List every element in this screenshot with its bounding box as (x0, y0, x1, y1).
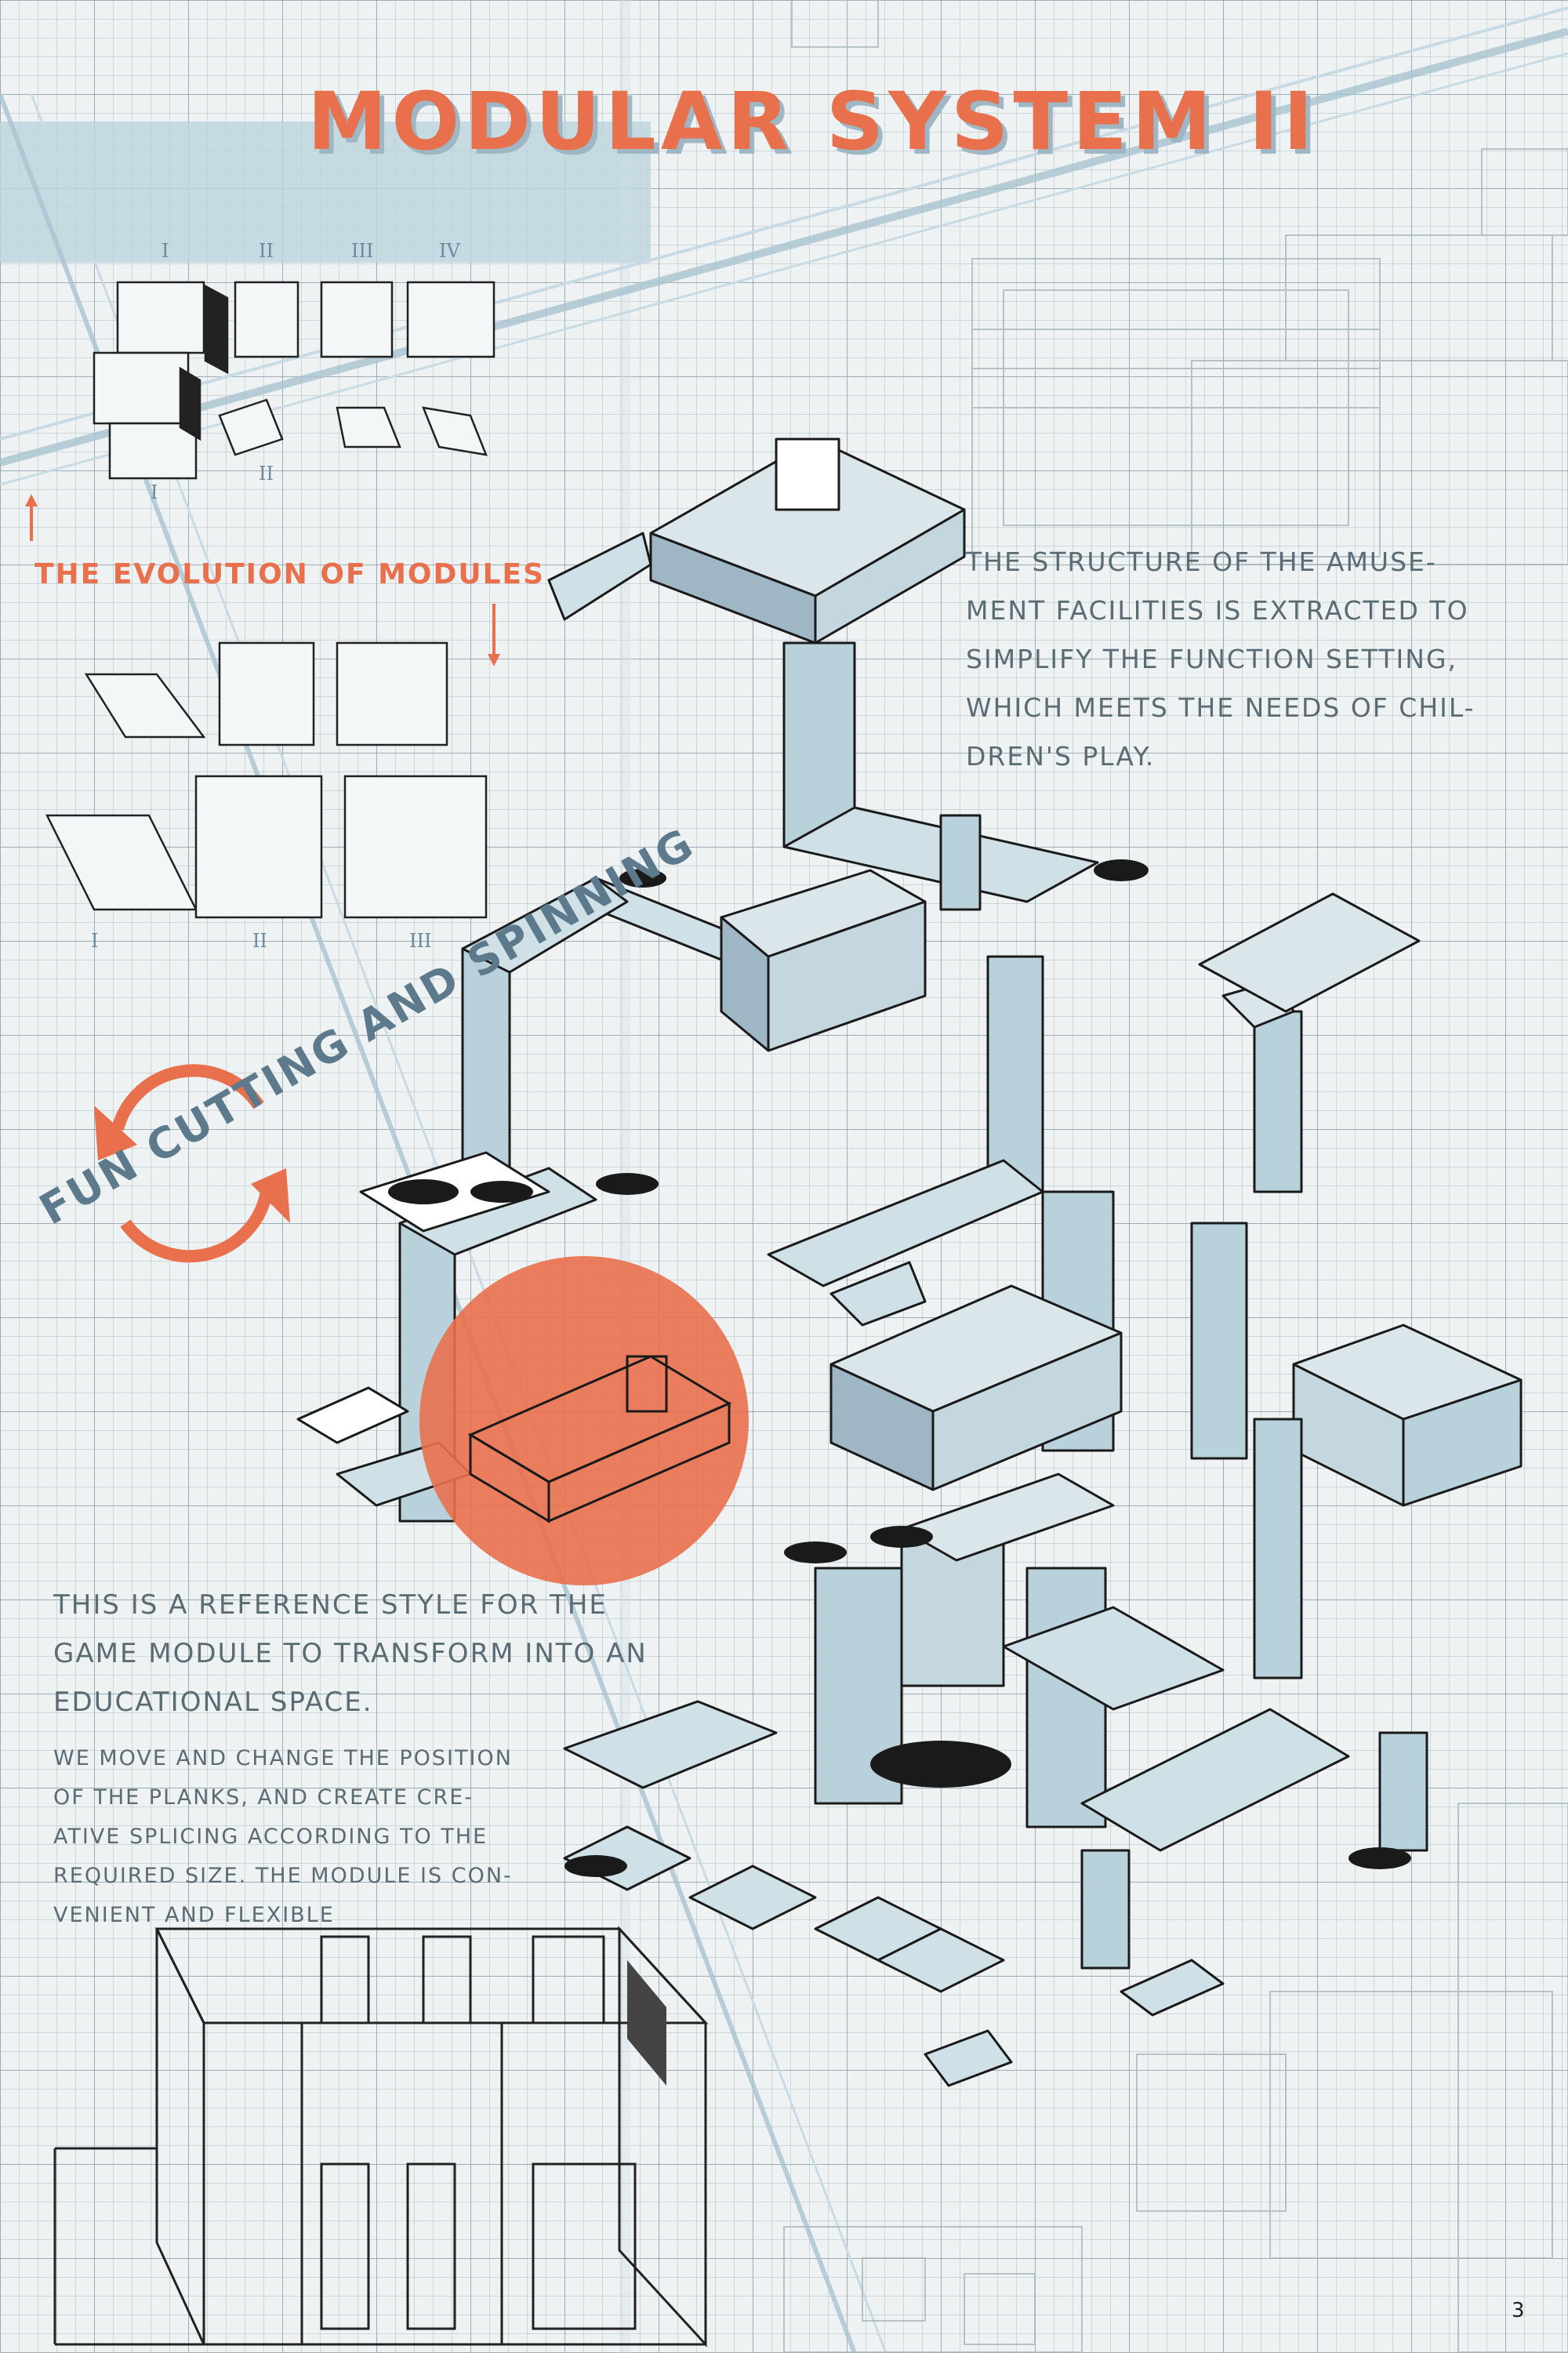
numeral-label: III (409, 930, 432, 952)
numeral-label: IV (439, 240, 460, 262)
text-line: WE MOVE AND CHANGE THE POSITION (53, 1746, 513, 1770)
text-line: REQUIRED SIZE. THE MODULE IS CON- (53, 1864, 513, 1888)
page-title: MODULAR SYSTEM II (307, 75, 1318, 169)
detail-description: WE MOVE AND CHANGE THE POSITION OF THE P… (53, 1739, 524, 1935)
numeral-label: II (259, 463, 274, 485)
reference-description: THIS IS A REFERENCE STYLE FOR THE GAME M… (53, 1581, 681, 1727)
text-line: EDUCATIONAL SPACE. (53, 1687, 373, 1718)
page-number: 3 (1512, 2299, 1525, 2322)
text-line: ATIVE SPLICING ACCORDING TO THE (53, 1825, 488, 1849)
structure-description: THE STRUCTURE OF THE AMUSE- MENT FACILIT… (966, 538, 1515, 781)
numeral-label: II (259, 240, 274, 262)
text-line: VENIENT AND FLEXIBLE (53, 1903, 335, 1927)
numeral-label: III (351, 240, 374, 262)
text-line: THE STRUCTURE OF THE AMUSE- (966, 546, 1437, 577)
evolution-title: THE EVOLUTION OF MODULES (34, 558, 546, 590)
text-line: OF THE PLANKS, AND CREATE CRE- (53, 1785, 474, 1810)
text-line: THIS IS A REFERENCE STYLE FOR THE (53, 1589, 608, 1621)
numeral-label: I (162, 240, 169, 262)
numeral-label: I (91, 930, 99, 952)
text-line: DREN'S PLAY. (966, 741, 1156, 772)
text-line: MENT FACILITIES IS EXTRACTED TO (966, 595, 1469, 626)
numeral-label: I (151, 481, 158, 503)
text-line: GAME MODULE TO TRANSFORM INTO AN (53, 1638, 648, 1669)
text-line: WHICH MEETS THE NEEDS OF CHIL- (966, 692, 1475, 723)
text-line: SIMPLIFY THE FUNCTION SETTING, (966, 644, 1458, 674)
numeral-label: II (252, 930, 267, 952)
